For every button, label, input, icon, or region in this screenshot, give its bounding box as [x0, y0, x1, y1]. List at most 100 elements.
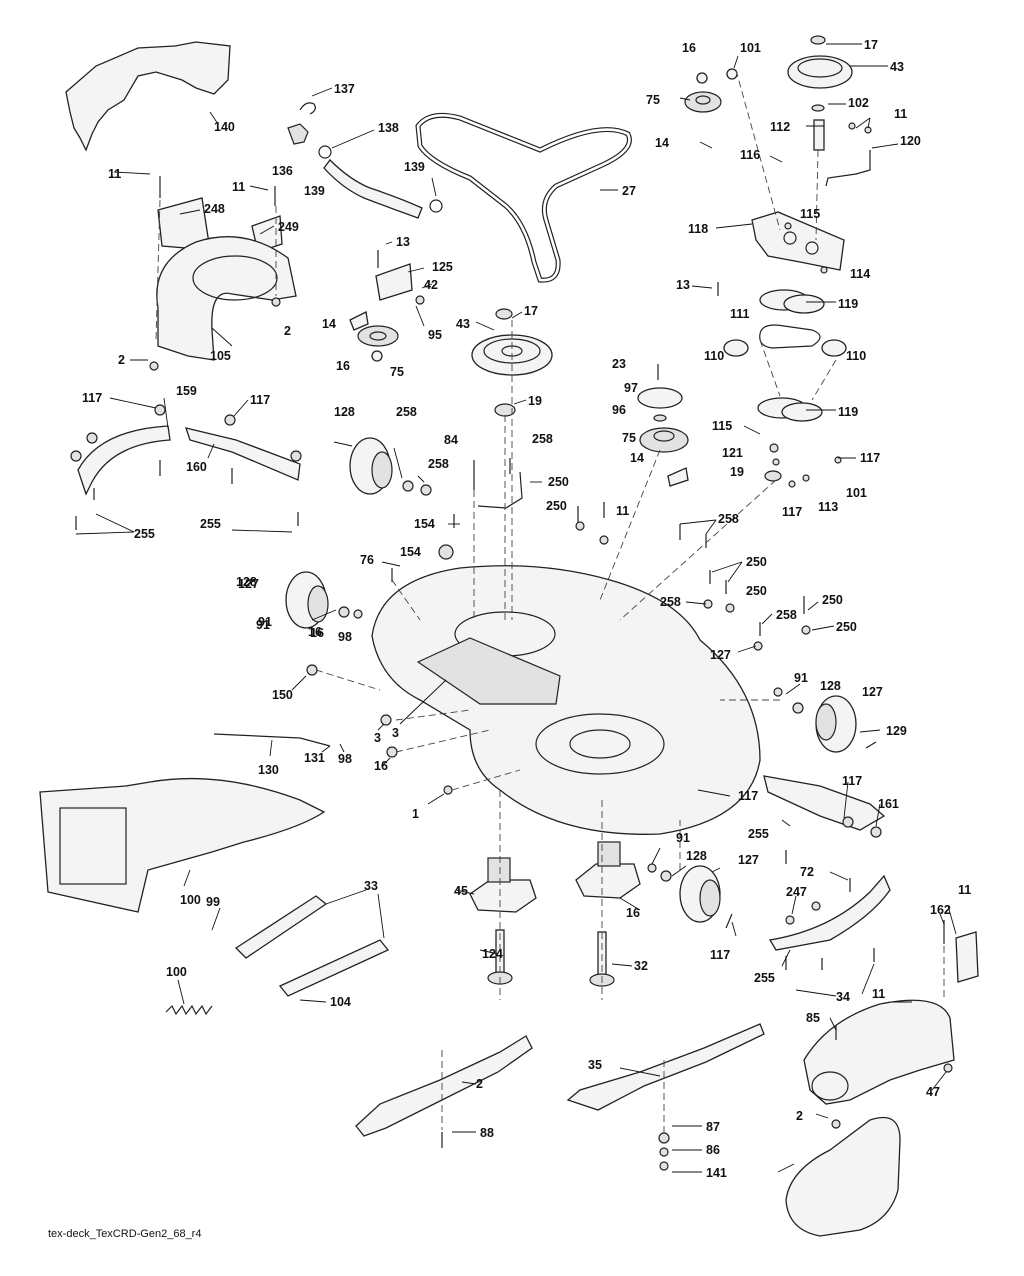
callout-27: 27: [622, 184, 636, 198]
callout-14: 14: [630, 451, 644, 465]
callout-138: 138: [378, 121, 399, 135]
callout-101: 101: [846, 486, 867, 500]
gauge-wheel-128-left: [285, 571, 329, 629]
assembly-lines: [155, 69, 945, 1136]
callout-121: 121: [722, 446, 743, 460]
nut-16-left: [371, 350, 383, 362]
callout-85: 85: [806, 1011, 820, 1025]
callout-17: 17: [864, 38, 878, 52]
callout-117: 117: [842, 774, 862, 788]
callout-16: 16: [682, 41, 696, 55]
callout-11: 11: [232, 180, 245, 194]
callout-128: 128: [820, 679, 841, 693]
gear-plate-118: [751, 211, 845, 271]
gauge-wheel-128-lower: [679, 865, 721, 923]
callout-97: 97: [624, 381, 638, 395]
callout-250: 250: [746, 584, 767, 598]
callout-105: 105: [210, 349, 231, 363]
callout-47: 47: [926, 1085, 940, 1099]
callout-23: 23: [612, 357, 626, 371]
bracket-125: [375, 263, 413, 301]
callout-75: 75: [390, 365, 404, 379]
callout-43: 43: [456, 317, 470, 331]
shaft-112: [813, 119, 825, 151]
callout-137: 137: [334, 82, 355, 96]
spindle-45: [575, 863, 641, 899]
callout-258: 258: [428, 457, 449, 471]
callout-128: 128: [236, 575, 257, 589]
callout-99: 99: [206, 895, 220, 909]
bracket-14-mid: [667, 467, 689, 487]
callout-104: 104: [330, 995, 351, 1009]
callout-114: 114: [850, 267, 870, 281]
callout-100: 100: [166, 965, 187, 979]
callout-110: 110: [846, 349, 866, 363]
callout-91: 91: [676, 831, 690, 845]
callout-115: 115: [712, 419, 732, 433]
baffle-160: [185, 427, 301, 481]
callout-162: 162: [930, 903, 951, 917]
callout-11: 11: [108, 167, 121, 181]
callout-14: 14: [655, 136, 669, 150]
callout-258: 258: [718, 512, 739, 526]
callout-72: 72: [800, 865, 814, 879]
callout-127: 127: [238, 577, 259, 591]
hose-clamp-139a: [318, 145, 332, 159]
link-99-upper: [234, 895, 328, 959]
discharge-chute-72: [39, 777, 326, 913]
callout-140: 140: [214, 120, 235, 134]
callout-127: 127: [710, 648, 731, 662]
mower-deck-1: [371, 565, 761, 835]
callout-2: 2: [284, 324, 291, 338]
callout-125: 125: [432, 260, 453, 274]
callout-3: 3: [392, 726, 399, 740]
callout-258: 258: [776, 608, 797, 622]
callout-117: 117: [738, 789, 758, 803]
callout-1: 1: [412, 807, 419, 821]
callout-115: 115: [800, 207, 820, 221]
callout-11: 11: [872, 987, 885, 1001]
callout-128: 128: [686, 849, 707, 863]
callout-118: 118: [688, 222, 708, 236]
callout-250: 250: [746, 555, 767, 569]
callout-95: 95: [428, 328, 442, 342]
callout-11: 11: [894, 107, 907, 121]
callout-98: 98: [338, 752, 352, 766]
callout-35: 35: [588, 1058, 602, 1072]
callout-86: 86: [706, 1143, 720, 1157]
callout-161: 161: [878, 797, 899, 811]
hose-clamp-139b: [429, 199, 443, 213]
callout-159: 159: [176, 384, 197, 398]
callout-102: 102: [848, 96, 869, 110]
blade-85: [566, 1023, 765, 1111]
callout-117: 117: [782, 505, 802, 519]
callout-33: 33: [364, 879, 378, 893]
callout-139: 139: [304, 184, 325, 198]
callout-leaders: [75, 43, 957, 1173]
fitting-136: [287, 123, 309, 145]
callout-13: 13: [676, 278, 690, 292]
callout-87: 87: [706, 1120, 720, 1134]
gauge-wheel-128-upper: [349, 437, 393, 495]
callout-11: 11: [616, 504, 629, 518]
idler-pulley-75-top: [684, 91, 722, 113]
idler-pulley-75-left: [357, 325, 399, 347]
baffle-159: [77, 425, 171, 496]
nut-17-center: [495, 308, 513, 320]
idler-pulley-75-mid: [639, 427, 689, 453]
callout-258: 258: [532, 432, 553, 446]
callout-100: 100: [180, 893, 201, 907]
callout-136: 136: [272, 164, 293, 178]
callout-16: 16: [374, 759, 388, 773]
bracket-247: [955, 931, 979, 983]
washer-102: [811, 104, 825, 112]
callout-75: 75: [622, 431, 636, 445]
bearing-19-right: [764, 470, 782, 482]
callout-255: 255: [134, 527, 155, 541]
callout-16: 16: [308, 625, 322, 639]
callout-19: 19: [528, 394, 542, 408]
baffle-161: [763, 775, 886, 831]
pinion-110-left: [723, 339, 749, 357]
link-99-lower: [278, 939, 390, 997]
